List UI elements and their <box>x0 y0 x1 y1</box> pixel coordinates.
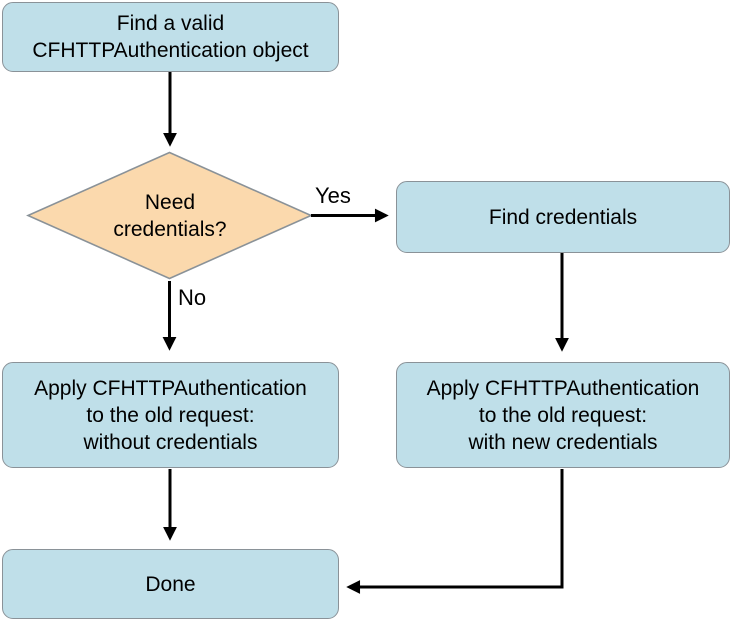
node-decision-label: Need credentials? <box>113 191 227 241</box>
node-find-credentials: Find credentials <box>396 181 730 253</box>
edge-apply-with-to-done <box>346 469 564 594</box>
node-apply-with-new-credentials: Apply CFHTTPAuthentication to the old re… <box>396 362 730 468</box>
edge-label-yes: Yes <box>315 183 351 208</box>
node-done: Done <box>2 549 339 619</box>
node-start: Find a valid CFHTTPAuthentication object <box>2 2 339 72</box>
node-apply-without-credentials: Apply CFHTTPAuthentication to the old re… <box>2 362 339 468</box>
decision-diamond-shape <box>26 151 313 280</box>
edge-label-no: No <box>178 285 207 310</box>
